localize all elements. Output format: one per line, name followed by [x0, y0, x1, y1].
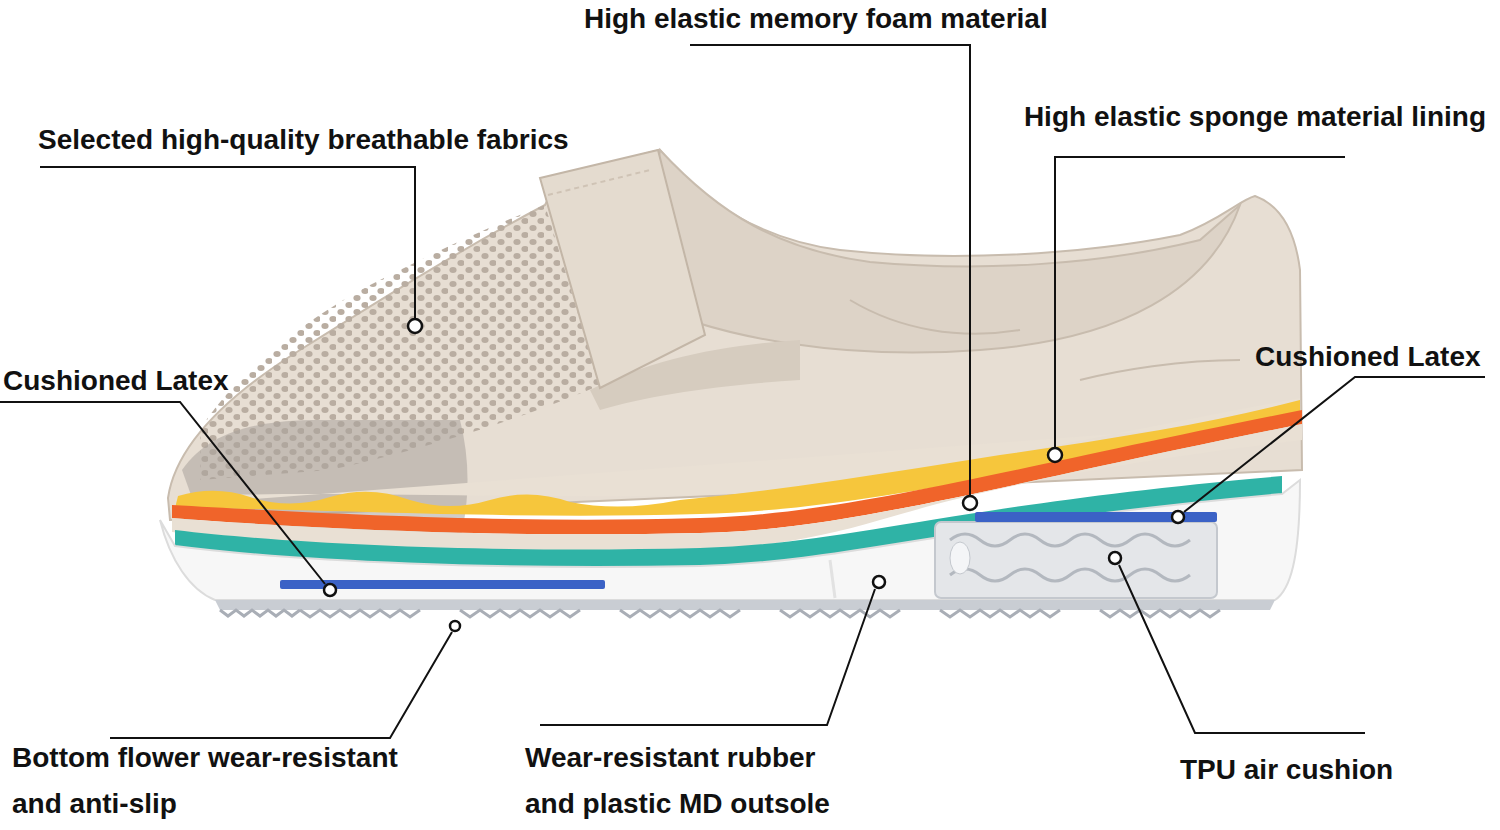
md-outsole	[160, 480, 1300, 617]
callout-label: TPU air cushion	[1180, 753, 1393, 787]
callout-label: Cushioned Latex	[3, 364, 229, 398]
callout-label: Cushioned Latex	[1255, 340, 1481, 374]
callout-label: Selected high-quality breathable fabrics	[38, 123, 569, 157]
callout-label: High elastic memory foam material	[584, 2, 1048, 36]
callout-dots	[324, 319, 1184, 631]
callout-label: Wear-resistant rubber and plastic MD out…	[525, 735, 845, 827]
leader-lines	[0, 45, 1485, 738]
latex-pads	[280, 512, 1217, 589]
callout-label: High elastic sponge material lining	[1024, 100, 1486, 134]
callout-label: Bottom flower wear-resistant and anti-sl…	[12, 735, 427, 827]
tpu-air-cushion	[935, 522, 1217, 598]
